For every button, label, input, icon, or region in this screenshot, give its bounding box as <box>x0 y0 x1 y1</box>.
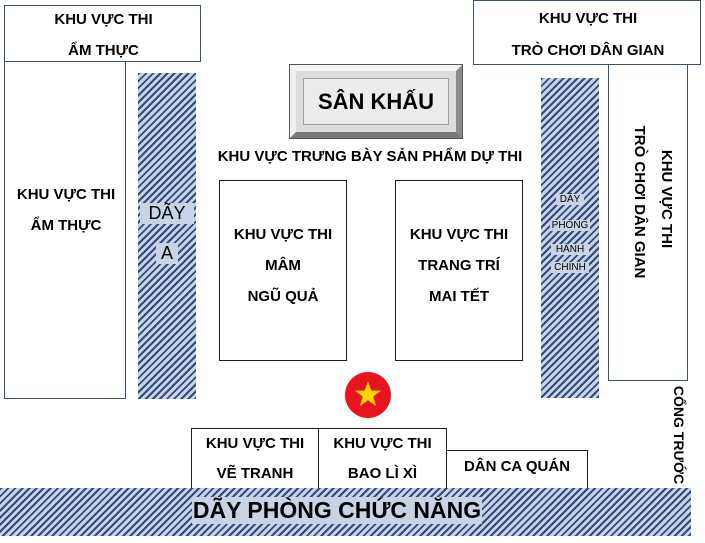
lucky-money-area: KHU VỰC THI BAO LÌ XÌ <box>318 428 447 489</box>
five-fruit-tray-line2: MÂM <box>265 257 301 274</box>
top-right-folk-games-area: KHU VỰC THI TRÒ CHƠI DÂN GIAN <box>473 0 701 65</box>
exhibition-title: KHU VỰC TRƯNG BÀY SẢN PHẨM DỰ THI <box>217 148 523 165</box>
top-right-folk-games-line1: KHU VỰC THI <box>538 10 638 27</box>
stage-label: SÂN KHẤU <box>317 88 435 114</box>
tet-decoration-line3: MAI TẾT <box>429 288 489 305</box>
top-right-folk-games-line2: TRÒ CHƠI DÂN GIAN <box>511 42 665 59</box>
five-fruit-tray-area: KHU VỰC THI MÂM NGŨ QUẢ <box>219 180 347 361</box>
folk-song-label: DÂN CA QUÁN <box>463 458 571 475</box>
right-folk-games-line2: TRÒ CHƠI DÂN GIAN <box>631 125 648 279</box>
tet-decoration-line1: KHU VỰC THI <box>409 226 509 243</box>
five-fruit-tray-line3: NGŨ QUẢ <box>247 288 319 305</box>
folk-song-area: DÂN CA QUÁN <box>446 450 588 489</box>
admin-block <box>541 78 599 398</box>
left-cuisine-line2: ẨM THỰC <box>30 217 102 234</box>
top-left-cuisine-line1: KHU VỰC THI <box>54 11 153 28</box>
front-gate-label: CỔNG TRƯỚC <box>671 385 687 485</box>
top-left-cuisine-line2: ẨM THỰC <box>68 42 139 59</box>
admin-block-line3: HÀNH <box>551 244 589 255</box>
stage-face: SÂN KHẤU <box>303 78 449 125</box>
admin-block-line4: CHÍNH <box>551 262 589 273</box>
right-folk-games-line1: KHU VỰC THI <box>658 149 675 249</box>
admin-block-line1: DÃY <box>556 194 584 205</box>
tet-decoration-line2: TRANG TRÍ <box>418 257 500 274</box>
stage: SÂN KHẤU <box>289 64 463 139</box>
lucky-money-line1: KHU VỰC THI <box>333 435 432 452</box>
left-cuisine-line1: KHU VỰC THI <box>16 186 116 203</box>
flag-star <box>354 381 382 407</box>
left-cuisine-area: KHU VỰC THI ẨM THỰC <box>4 61 126 399</box>
block-a <box>138 73 196 399</box>
painting-line2: VẼ TRANH <box>216 465 294 482</box>
block-a-line2: A <box>156 243 178 264</box>
right-folk-games-area <box>608 64 688 381</box>
vietnam-flag-icon <box>345 372 391 418</box>
tet-decoration-area: KHU VỰC THI TRANG TRÍ MAI TẾT <box>395 180 523 361</box>
painting-area: KHU VỰC THI VẼ TRANH <box>191 428 319 489</box>
five-fruit-tray-line1: KHU VỰC THI <box>233 226 333 243</box>
block-a-line1: DÃY <box>140 203 194 224</box>
function-rooms-label: DÃY PHÒNG CHỨC NĂNG <box>192 497 482 524</box>
admin-block-line2: PHÒNG <box>550 220 590 231</box>
top-left-cuisine-area: KHU VỰC THI ẨM THỰC <box>4 5 201 62</box>
lucky-money-line2: BAO LÌ XÌ <box>347 465 418 482</box>
painting-line1: KHU VỰC THI <box>205 435 305 452</box>
